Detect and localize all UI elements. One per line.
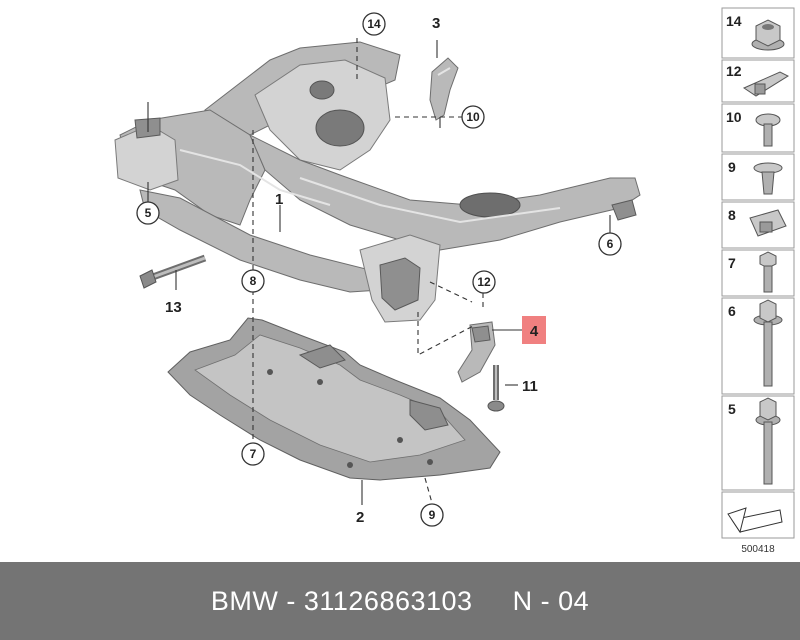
svg-text:3: 3 [432,15,440,32]
reference-code: 500418 [741,544,775,555]
callout-5[interactable]: 5 [136,201,160,225]
footer-part-info: BMW - 31126863103 N - 04 [210,585,590,616]
svg-text:5: 5 [145,206,152,220]
svg-text:10: 10 [726,109,742,125]
parts-list-item-9[interactable]: 9 [721,153,795,201]
expanding-rivet-icon [753,162,783,195]
svg-text:12: 12 [477,275,491,289]
bolt-part-13 [139,254,207,289]
underbody-guard-plate [167,317,501,481]
clip-nut-icon [749,209,787,237]
svg-text:1: 1 [275,191,283,208]
callout-10[interactable]: 10 [461,105,485,129]
svg-text:6: 6 [607,237,614,251]
svg-text:11: 11 [522,378,538,395]
long-bolt-icon [755,397,781,485]
svg-text:12: 12 [726,63,742,79]
footer-position: N - 04 [512,585,590,616]
callout-4-highlighted[interactable]: 4 [522,316,546,344]
callout-7[interactable]: 7 [241,442,265,466]
svg-text:13: 13 [165,299,182,316]
parts-list-arrow-box[interactable] [721,491,795,539]
screw-icon [755,113,781,147]
svg-text:6: 6 [728,303,736,319]
callout-11[interactable]: 11 [522,378,538,395]
callout-14[interactable]: 14 [362,12,386,36]
footer-brand: BMW [210,585,279,616]
svg-text:8: 8 [250,274,257,288]
svg-text:2: 2 [356,509,364,526]
svg-text:8: 8 [728,207,736,223]
bracket-part-4 [457,321,496,383]
bolt-icon [759,251,777,293]
svg-text:14: 14 [726,13,742,29]
cover-part-3 [429,57,459,121]
parts-list-panel: 14 12 10 9 [721,7,795,555]
svg-text:7: 7 [728,255,736,271]
callout-2[interactable]: 2 [356,509,364,526]
svg-text:7: 7 [250,447,257,461]
svg-text:9: 9 [728,159,736,175]
callout-12[interactable]: 12 [472,270,496,294]
footer-part-number: 31126863103 [303,585,473,616]
svg-text:9: 9 [429,508,436,522]
parts-list-item-12[interactable]: 12 [721,59,795,103]
parts-diagram: 14 3 10 5 1 6 8 12 13 4 11 7 2 [114,7,795,555]
callout-3[interactable]: 3 [432,15,440,32]
bolt-part-11 [487,365,505,412]
long-bolt-icon [753,299,783,387]
parts-list-item-5[interactable]: 5 [721,395,795,491]
svg-text:4: 4 [530,323,539,340]
parts-list-item-7[interactable]: 7 [721,249,795,297]
front-subframe [114,41,641,323]
parts-list-item-14[interactable]: 14 [721,7,795,59]
clip-nut-icon [742,71,790,97]
callout-8[interactable]: 8 [241,269,265,293]
callout-9[interactable]: 9 [420,503,444,527]
svg-text:14: 14 [367,17,381,31]
parts-list-item-8[interactable]: 8 [721,201,795,249]
footer-bar: BMW - 31126863103 N - 04 [0,562,800,640]
parts-list-item-6[interactable]: 6 [721,297,795,395]
svg-text:5: 5 [728,401,736,417]
arrow-icon [727,507,783,534]
callout-6[interactable]: 6 [598,232,622,256]
callout-13[interactable]: 13 [165,299,182,316]
svg-text:10: 10 [466,110,480,124]
callout-1[interactable]: 1 [275,191,283,208]
parts-list-item-10[interactable]: 10 [721,103,795,153]
flange-nut-icon [751,19,785,51]
